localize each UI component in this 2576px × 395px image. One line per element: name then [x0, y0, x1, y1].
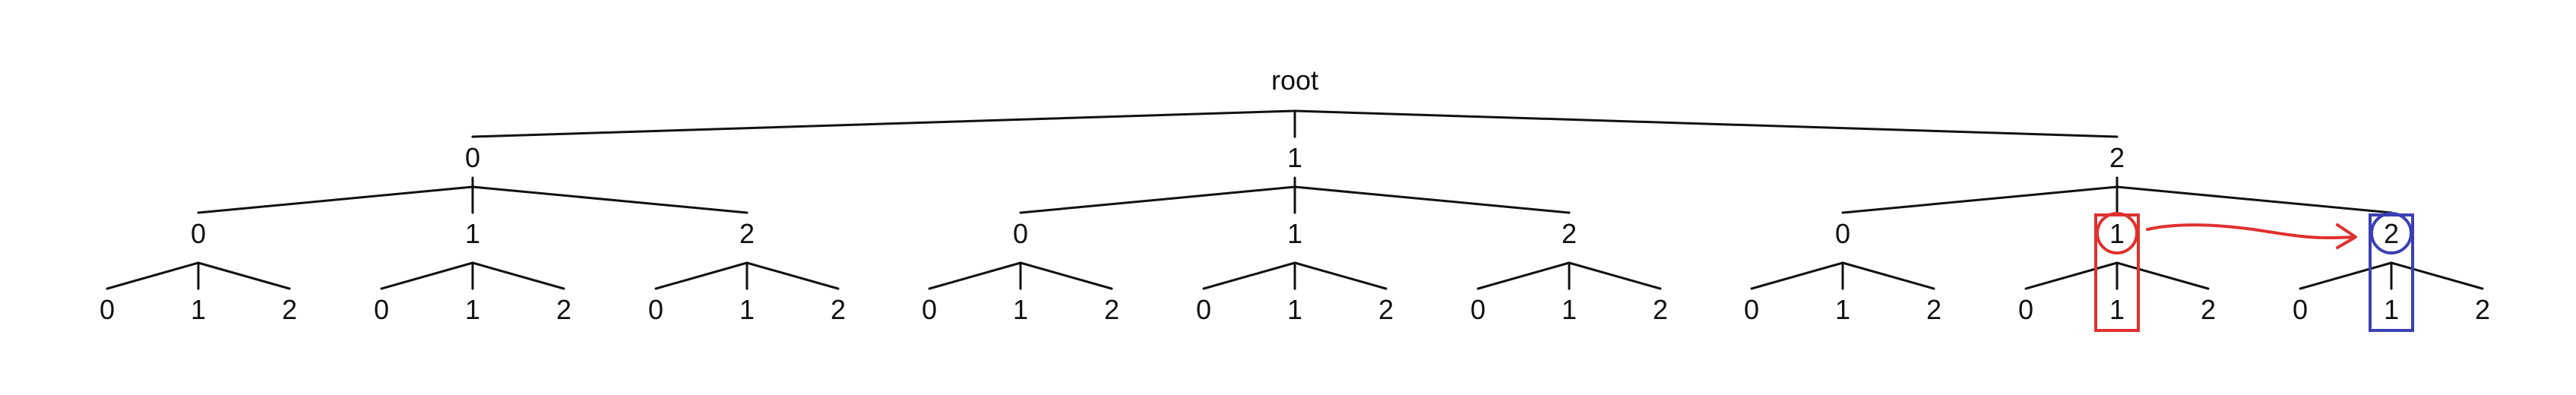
node-l3-2-0-2: 2	[1926, 294, 1941, 325]
edge-l2-2-1-to-l3-2	[2116, 261, 2210, 290]
node-l2-0-1: 1	[465, 218, 480, 249]
node-l3-0-2-1: 1	[739, 294, 755, 325]
node-l3-2-1-2: 2	[2201, 294, 2216, 325]
node-l3-1-1-2: 2	[1378, 294, 1394, 325]
edge-l2-0-1-to-l3-0	[380, 261, 474, 290]
edge-l2-0-1-to-l3-2	[471, 261, 565, 290]
node-l3-2-0-0: 0	[1744, 294, 1759, 325]
node-l1-1: 1	[1287, 142, 1302, 173]
node-l3-1-2-0: 0	[1470, 294, 1486, 325]
edge-l2-1-1-to-l3-2	[1293, 261, 1388, 290]
node-l2-1-2: 2	[1562, 218, 1577, 249]
edge-l2-1-2-to-l3-0	[1476, 261, 1571, 290]
node-l3-2-1-0: 0	[2018, 294, 2033, 325]
node-l3-2-2-0: 0	[2293, 294, 2308, 325]
edge-root-to-l1-0	[471, 109, 1296, 138]
node-l2-2-0: 0	[1835, 218, 1850, 249]
edge-l2-2-0-to-l3-2	[1841, 261, 1935, 290]
edge-l1-0-to-l2-2	[471, 185, 748, 214]
red-highlight-box	[2094, 213, 2140, 332]
node-l3-0-2-2: 2	[831, 294, 846, 325]
node-l2-2-1: 1	[2109, 218, 2125, 249]
node-l2-0-2: 2	[739, 218, 755, 249]
node-l3-0-2-0: 0	[648, 294, 663, 325]
blue-highlight-box	[2369, 213, 2414, 332]
edge-l2-0-0-to-l3-0	[106, 261, 200, 290]
node-l3-0-0-2: 2	[282, 294, 297, 325]
node-l3-1-0-1: 1	[1013, 294, 1028, 325]
edge-l2-1-0-to-l3-0	[928, 261, 1022, 290]
node-l3-2-2-2: 2	[2475, 294, 2490, 325]
node-l1-2: 2	[2109, 142, 2125, 173]
edge-l2-2-0-to-l3-0	[1750, 261, 1844, 290]
edge-l2-0-2-to-l3-0	[654, 261, 748, 290]
node-l3-1-0-2: 2	[1104, 294, 1119, 325]
node-l2-1-1: 1	[1287, 218, 1302, 249]
node-l3-1-1-0: 0	[1196, 294, 1211, 325]
node-l3-1-1-1: 1	[1287, 294, 1302, 325]
red-arrow-shaft	[2146, 223, 2356, 240]
edge-l2-2-1-to-l3-0	[2024, 261, 2119, 290]
edge-l1-1-to-l2-0	[1019, 185, 1296, 214]
edge-l1-1-to-l2-2	[1293, 185, 1571, 214]
edge-l2-1-2-to-l3-2	[1568, 261, 1662, 290]
edge-l2-1-0-to-l3-2	[1019, 261, 1113, 290]
node-l3-0-0-1: 1	[191, 294, 206, 325]
node-l2-0-0: 0	[191, 218, 206, 249]
edge-l1-0-to-l2-0	[197, 185, 474, 214]
node-l1-0: 0	[465, 142, 480, 173]
node-l3-0-0-0: 0	[100, 294, 115, 325]
node-l3-2-0-1: 1	[1835, 294, 1850, 325]
edge-l1-2-to-l2-2	[2116, 185, 2393, 214]
edge-l2-2-2-to-l3-2	[2390, 261, 2484, 290]
node-l3-1-2-1: 1	[1562, 294, 1577, 325]
node-l3-0-1-2: 2	[556, 294, 571, 325]
edge-l1-2-to-l2-0	[1841, 185, 2119, 214]
edge-l2-2-2-to-l3-0	[2299, 261, 2393, 290]
edge-l2-0-0-to-l3-2	[197, 261, 291, 290]
node-l2-1-0: 0	[1013, 218, 1028, 249]
node-l3-1-0-0: 0	[922, 294, 937, 325]
edge-l2-1-1-to-l3-0	[1202, 261, 1296, 290]
node-l3-0-1-1: 1	[465, 294, 480, 325]
root-label: root	[1271, 65, 1318, 96]
node-l3-2-2-1: 1	[2384, 294, 2399, 325]
node-l3-2-1-1: 1	[2109, 294, 2125, 325]
node-l2-2-2: 2	[2384, 218, 2399, 249]
edge-l2-0-2-to-l3-2	[745, 261, 840, 290]
node-l3-0-1-0: 0	[374, 294, 389, 325]
node-l3-1-2-2: 2	[1653, 294, 1668, 325]
red-arrow-head	[2336, 223, 2357, 249]
edge-root-to-l1-2	[1293, 109, 2119, 138]
